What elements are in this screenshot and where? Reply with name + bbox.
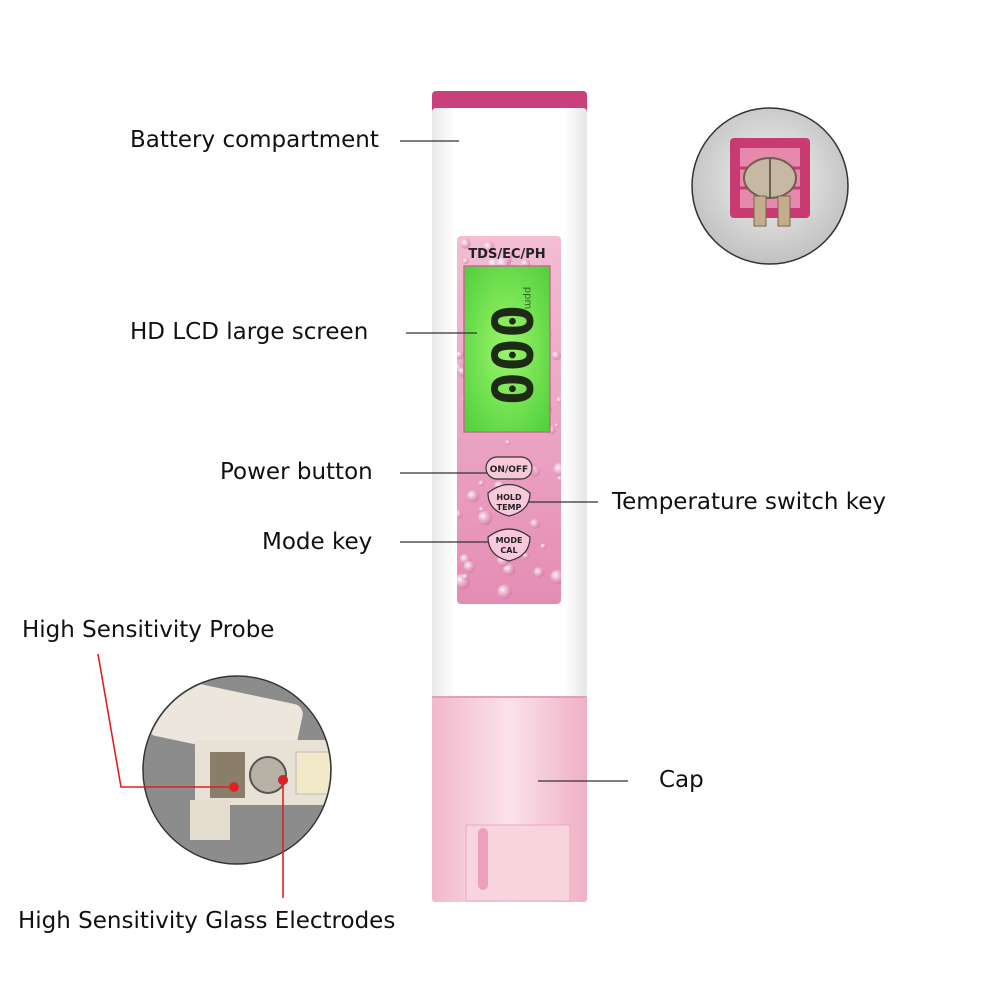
water-drop [557,475,561,482]
water-drop [505,439,511,446]
temperature-key-label: Temperature switch key [612,489,887,515]
water-drop [466,490,480,503]
water-drop [457,351,464,360]
hold-label: HOLD [496,493,522,502]
battery-compartment-label: Battery compartment [130,127,379,153]
mode-button[interactable]: MODE CAL [487,528,531,562]
probe-inset [142,675,332,865]
lcd-screen-label: HD LCD large screen [130,319,369,345]
water-drop [554,423,559,428]
battery-inset [691,107,849,265]
water-drop [551,351,561,361]
water-drop [502,563,515,576]
power-button-callout: Power button [220,459,373,485]
mode-key-label: Mode key [262,529,373,555]
water-drop [550,569,561,585]
water-drop [483,241,495,253]
water-drop [556,396,561,404]
cap-label: Cap [659,767,704,793]
probe-pointer-dot [229,782,239,792]
water-drop [540,543,547,550]
electrode-pointer-dot [278,775,288,785]
tester-device [432,91,587,902]
power-button-label: ON/OFF [490,465,528,475]
water-drop [463,560,476,573]
probe-label: High Sensitivity Probe [22,617,275,643]
water-drop [462,258,469,265]
lcd-screen [463,265,551,433]
water-drop [478,480,485,487]
model-text: TDS/EC/PH [468,247,545,262]
water-drop [522,552,530,560]
probe-pointers [97,653,288,898]
unit-text: ppm [522,287,533,309]
electrodes-label: High Sensitivity Glass Electrodes [18,908,396,934]
water-drop [460,238,471,249]
water-drop [530,518,541,529]
water-drop [461,573,469,581]
temperature-switch-button[interactable]: HOLD TEMP [487,483,531,517]
water-drop [478,506,485,513]
probe-pointer [97,653,232,788]
water-drop [457,509,463,519]
water-drop [553,462,561,477]
power-button[interactable]: ON/OFF [485,456,533,480]
water-drop [497,584,512,600]
water-drop [533,567,545,578]
water-drop [477,510,493,526]
lcd-reading: 000 [478,304,543,405]
mode-label: MODE [496,536,523,545]
cal-label: CAL [500,546,517,555]
temp-label: TEMP [497,503,522,512]
cap-slot [478,828,488,890]
